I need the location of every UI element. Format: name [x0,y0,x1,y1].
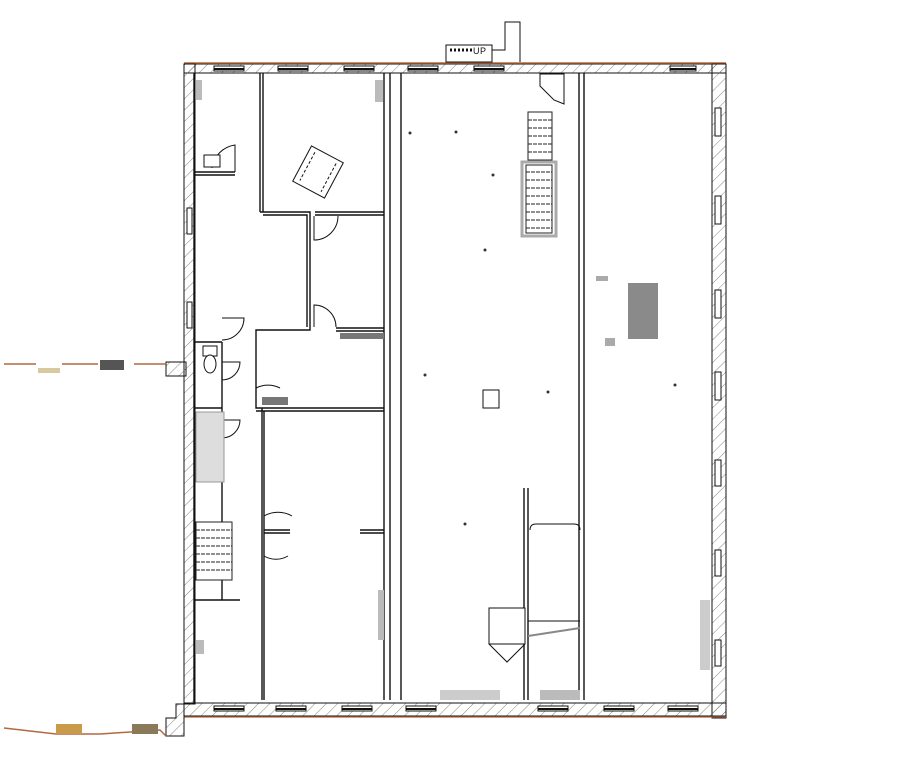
windows-top [213,65,697,72]
windows-bottom [213,705,699,712]
exterior-walls [165,62,727,737]
fixtures [202,145,581,663]
scan-noise [196,80,710,700]
stair-up-label: UP [473,46,487,56]
interior-walls [193,73,585,704]
door-swings [211,73,565,580]
exterior-fragments [3,360,167,737]
exterior-stair-icon [445,21,521,63]
windows-left [186,207,193,329]
windows-right [714,107,722,667]
stair-icon [520,111,558,238]
sink-icon [203,154,221,168]
stair-left-icon [195,411,233,581]
